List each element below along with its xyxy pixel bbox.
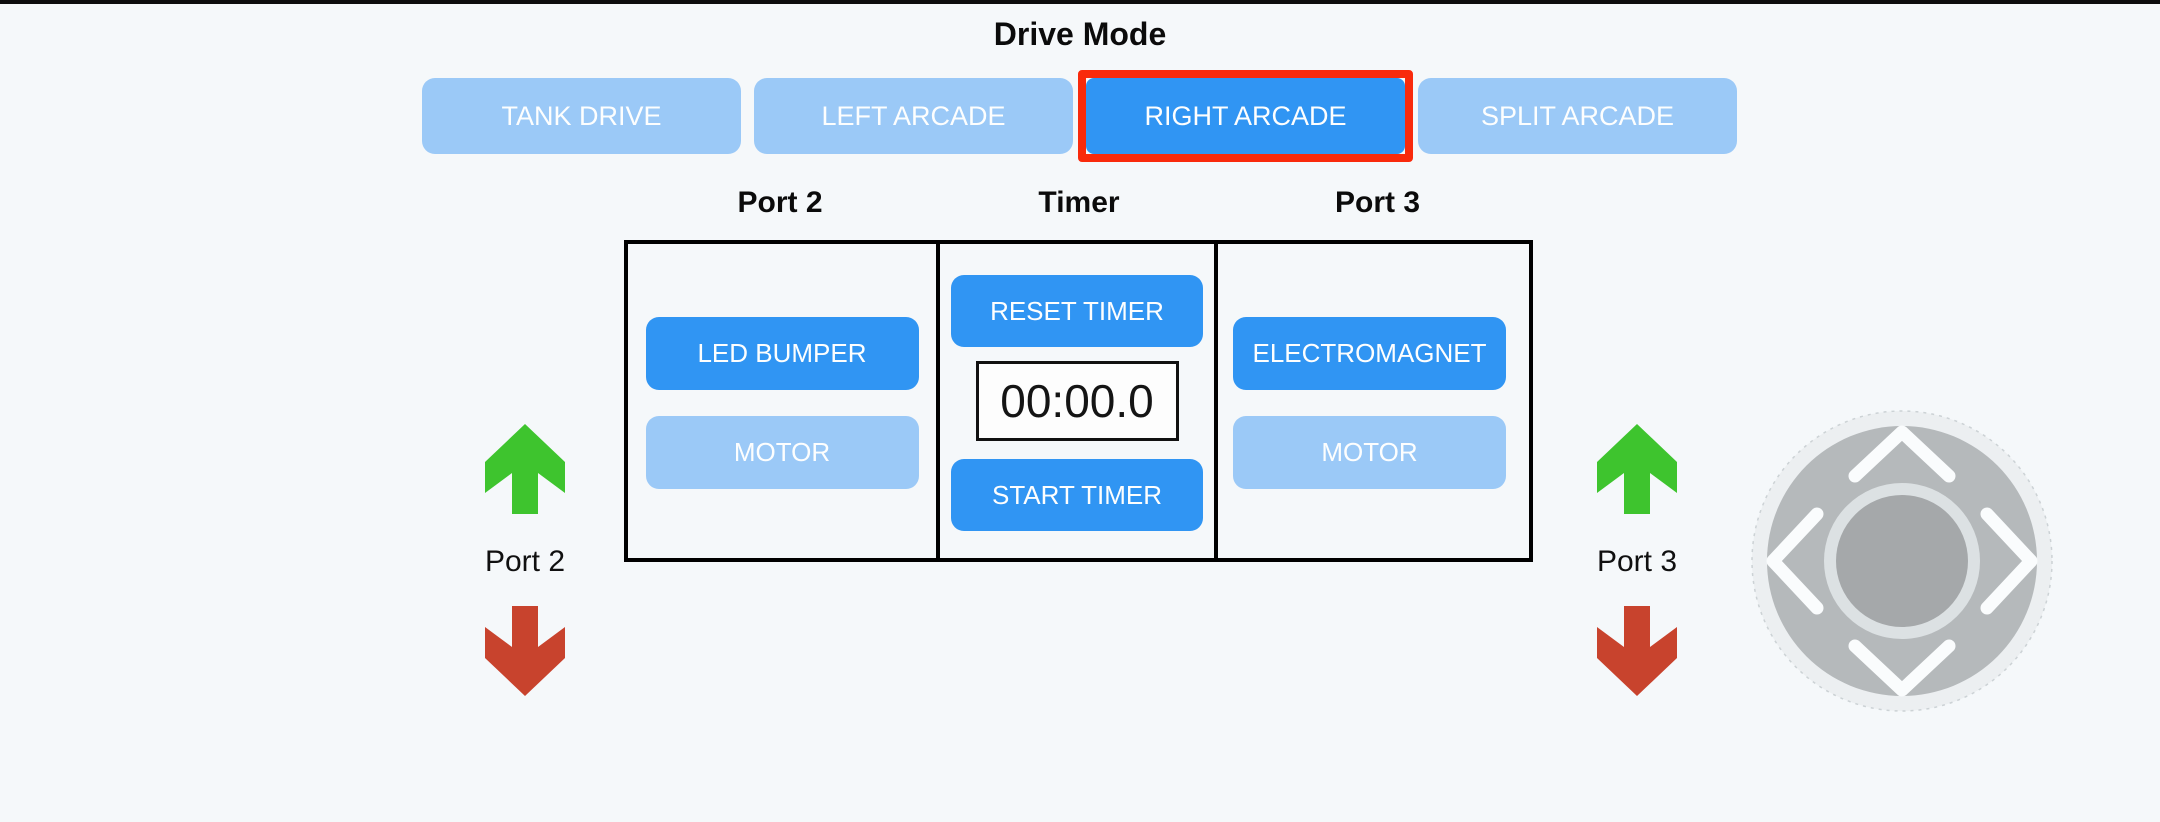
- port2-side-label: Port 2: [484, 545, 566, 578]
- page-title: Drive Mode: [993, 16, 1167, 52]
- tank-drive-button[interactable]: TANK DRIVE: [422, 78, 741, 154]
- port2-motor-button[interactable]: MOTOR: [645, 416, 919, 489]
- drive-mode-button-row: TANK DRIVE LEFT ARCADE RIGHT ARCADE SPLI…: [422, 70, 1737, 162]
- port2-updown-control: Port 2: [445, 424, 605, 696]
- down-arrow-icon: [485, 606, 565, 699]
- port3-column-header: Port 3: [1334, 186, 1421, 219]
- led-bumper-button[interactable]: LED BUMPER: [645, 317, 919, 390]
- electromagnet-button[interactable]: ELECTROMAGNET: [1233, 317, 1506, 390]
- port3-down-button[interactable]: [1597, 606, 1677, 696]
- joystick-knob[interactable]: [1824, 483, 1980, 639]
- joystick-up-chevron-icon: [1848, 425, 1956, 483]
- joystick-left-chevron-icon: [1766, 507, 1824, 615]
- joystick-down-chevron-icon: [1848, 639, 1956, 697]
- joystick[interactable]: [1751, 410, 2053, 712]
- port2-section: LED BUMPER MOTOR: [628, 244, 936, 558]
- joystick-right-chevron-icon: [1980, 507, 2038, 615]
- start-timer-button[interactable]: START TIMER: [951, 459, 1203, 531]
- port3-updown-control: Port 3: [1557, 424, 1717, 696]
- timer-section: RESET TIMER 00:00.0 START TIMER: [936, 244, 1218, 558]
- port3-side-label: Port 3: [1596, 545, 1678, 578]
- control-panel: LED BUMPER MOTOR RESET TIMER 00:00.0 STA…: [624, 240, 1533, 562]
- timer-column-header: Timer: [1038, 186, 1120, 219]
- left-arcade-button[interactable]: LEFT ARCADE: [754, 78, 1073, 154]
- timer-display: 00:00.0: [975, 361, 1179, 441]
- port2-column-header: Port 2: [737, 186, 823, 219]
- up-arrow-icon: [1597, 424, 1677, 517]
- right-arcade-button[interactable]: RIGHT ARCADE: [1086, 78, 1405, 154]
- right-arcade-selected-outline: RIGHT ARCADE: [1078, 70, 1413, 162]
- port2-down-button[interactable]: [485, 606, 565, 696]
- down-arrow-icon: [1597, 606, 1677, 699]
- up-arrow-icon: [485, 424, 565, 517]
- split-arcade-button[interactable]: SPLIT ARCADE: [1418, 78, 1737, 154]
- port2-up-button[interactable]: [485, 424, 565, 514]
- port3-up-button[interactable]: [1597, 424, 1677, 514]
- port3-motor-button[interactable]: MOTOR: [1233, 416, 1506, 489]
- port3-section: ELECTROMAGNET MOTOR: [1218, 244, 1521, 558]
- reset-timer-button[interactable]: RESET TIMER: [951, 275, 1203, 347]
- top-border-line: [0, 0, 2160, 4]
